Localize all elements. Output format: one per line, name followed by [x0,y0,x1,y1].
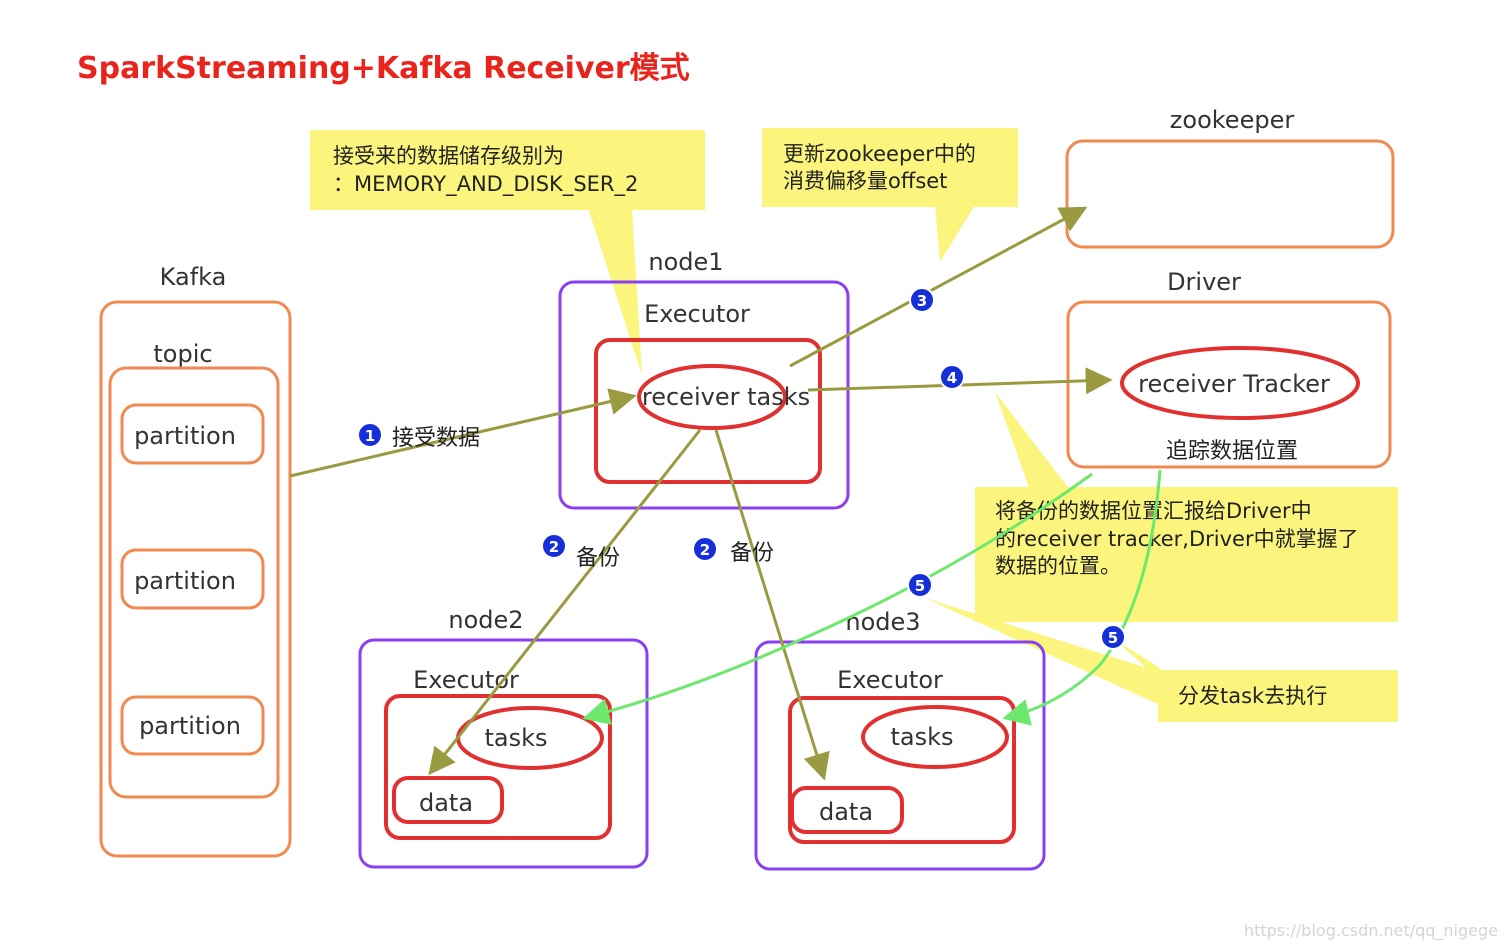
node1: node1 Executor receiver tasks [558,248,850,510]
step-1-label: 接受数据 [392,426,480,451]
callout-zookeeper-offset: 更新zookeeper中的 消费偏移量offset [762,128,1018,262]
arrow-backup-node2 [428,429,702,776]
arrows [289,206,1162,781]
page-title: SparkStreaming+Kafka Receiver模式 [77,51,690,86]
kafka-cluster: Kafka topic partition partition partitio… [99,263,292,858]
callout-text: 接受来的数据储存级别为 [333,144,564,168]
step-2-badge: 2 [692,536,718,562]
svg-text:2: 2 [700,541,710,559]
callout-storage-level: 接受来的数据储存级别为 ：MEMORY_AND_DISK_SER_2 [310,130,705,375]
svg-text:4: 4 [947,369,957,387]
partition: partition [120,403,265,465]
data-block: data [419,789,473,817]
svg-text:partition: partition [134,422,236,450]
arrow-backup-node3 [714,429,830,781]
tasks: tasks [890,723,953,751]
step-5-badge: 5 [1100,624,1126,650]
callout-report-location: 将备份的数据位置汇报给Driver中 的receiver tracker,Dri… [975,392,1398,622]
executor-label: Executor [837,666,943,694]
tasks: tasks [484,724,547,752]
receiver-tasks: receiver tasks [642,383,810,411]
callout-text: 分发task去执行 [1178,684,1327,708]
step-3-badge: 3 [909,287,935,313]
step-2-label: 备份 [576,546,620,571]
driver: Driver receiver Tracker 追踪数据位置 [1066,268,1392,469]
callout-text: 数据的位置。 [995,554,1121,578]
node-label: node1 [648,248,723,276]
svg-text:partition: partition [139,712,241,740]
callout-text: 消费偏移量offset [783,169,947,193]
partition: partition [120,548,265,610]
callout-text: ：MEMORY_AND_DISK_SER_2 [333,172,638,197]
zookeeper-label: zookeeper [1170,106,1295,134]
svg-text:partition: partition [134,567,236,595]
step-1-badge: 1 [357,422,383,448]
callout-text: 的receiver tracker,Driver中就掌握了 [995,527,1359,551]
step-2-badge: 2 [541,533,567,559]
svg-text:3: 3 [917,292,927,310]
callout-text: 更新zookeeper中的 [783,142,976,166]
arrow-receive-data [289,388,637,478]
step-2-label: 备份 [730,541,774,566]
node3: node3 Executor tasks data [754,608,1046,871]
arrow-update-zookeeper [789,206,1088,368]
topic-label: topic [153,340,212,368]
arrow-dispatch-node3 [1002,469,1162,726]
svg-text:1: 1 [365,427,375,445]
watermark: https://blog.csdn.net/qq_nigege [1244,921,1498,941]
kafka-label: Kafka [160,263,227,291]
driver-label: Driver [1167,268,1241,296]
svg-text:5: 5 [1108,629,1118,647]
arrow-dispatch-node2 [582,472,1093,725]
node2: node2 Executor tasks data [358,606,649,869]
svg-text:2: 2 [549,538,559,556]
node-label: node2 [448,606,523,634]
svg-text:5: 5 [915,577,925,595]
node-label: node3 [845,608,920,636]
partition: partition [120,695,265,756]
receiver-tracker: receiver Tracker [1138,370,1330,398]
step-5-badge: 5 [907,572,933,598]
executor-label: Executor [644,300,750,328]
zookeeper: zookeeper [1065,106,1395,249]
tracker-note: 追踪数据位置 [1166,439,1298,464]
step-4-badge: 4 [939,364,965,390]
data-block: data [819,798,873,826]
